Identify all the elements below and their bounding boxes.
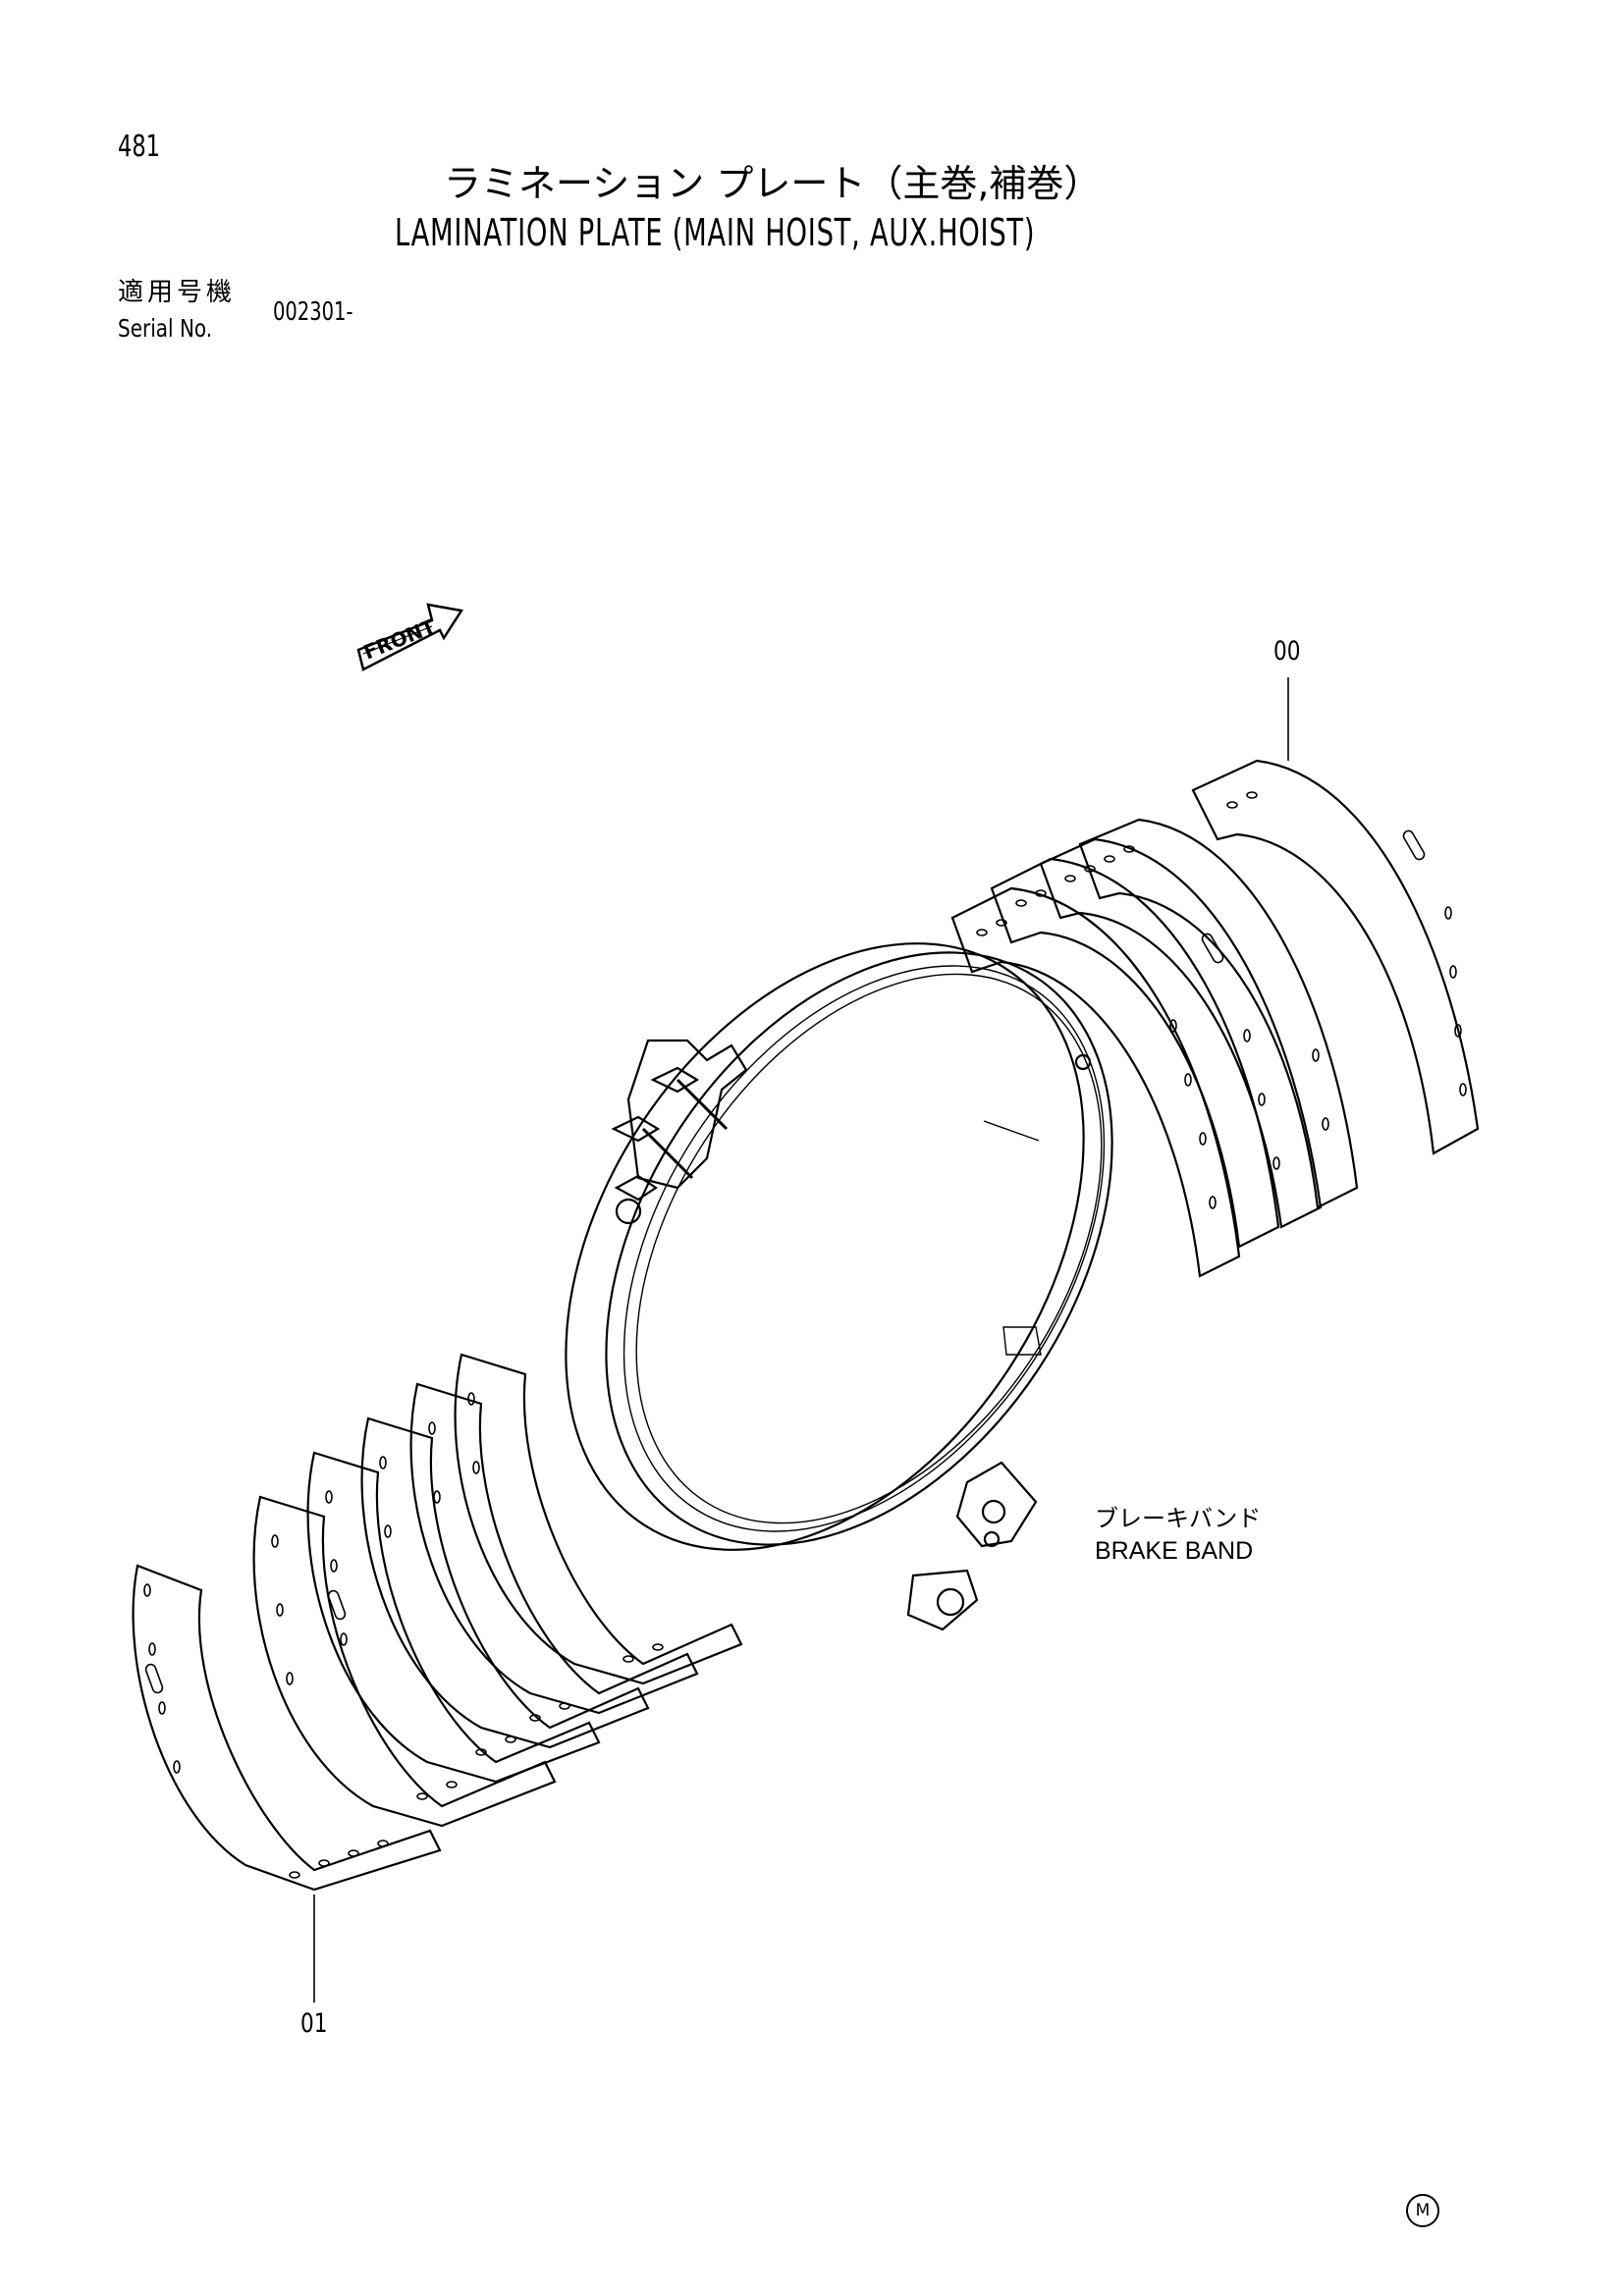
lower-plate-5 — [409, 1382, 699, 1715]
brake-band-label-english: BRAKE BAND — [1095, 1537, 1254, 1565]
lower-plate-6 — [454, 1353, 743, 1685]
hex-nut-lower — [614, 1174, 658, 1201]
title-english: LAMINATION PLATE (MAIN HOIST, AUX.HOIST) — [395, 211, 1036, 254]
band-pin — [1074, 1053, 1092, 1071]
brake-band-inner-edge — [605, 951, 1113, 1546]
serial-label-english: Serial No. — [118, 314, 213, 343]
drum-inner-edge — [635, 973, 1103, 1524]
lower-plate-3 — [306, 1451, 601, 1784]
brake-band-assembly — [565, 942, 1113, 1631]
upper-plate-5 — [1191, 759, 1480, 1155]
lower-plate-2 — [252, 1495, 557, 1828]
lower-lamination-plates — [132, 1353, 743, 1892]
callout-00: 00 — [1273, 636, 1301, 667]
hex-nut-upper — [650, 1066, 700, 1094]
manufacturer-mark-icon: M — [1406, 2194, 1439, 2227]
upper-plate-2 — [990, 857, 1280, 1249]
lining-edge — [623, 965, 1106, 1532]
hex-nut-middle — [611, 1115, 661, 1143]
serial-label-japanese: 適用号機 — [118, 278, 237, 307]
title-japanese: ラミネーション プレート（主巻,補巻） — [444, 162, 1102, 205]
page-number: 481 — [118, 130, 160, 164]
upper-lamination-plates — [950, 759, 1480, 1278]
front-arrow-icon: FRONT — [356, 603, 464, 671]
brake-band-outer-edge — [565, 942, 1085, 1551]
upper-plate-3 — [1039, 837, 1323, 1229]
front-arrow-label: FRONT — [360, 614, 439, 665]
upper-plate-4 — [1078, 818, 1359, 1209]
bolt-head — [615, 1198, 642, 1225]
lower-plate-4 — [360, 1416, 650, 1749]
brake-band-label-japanese: ブレーキバンド — [1095, 1505, 1262, 1532]
serial-number-value: 002301- — [273, 297, 353, 327]
lower-plate-1 — [132, 1564, 442, 1892]
upper-plate-1 — [950, 886, 1241, 1278]
callout-01: 01 — [300, 2008, 328, 2039]
